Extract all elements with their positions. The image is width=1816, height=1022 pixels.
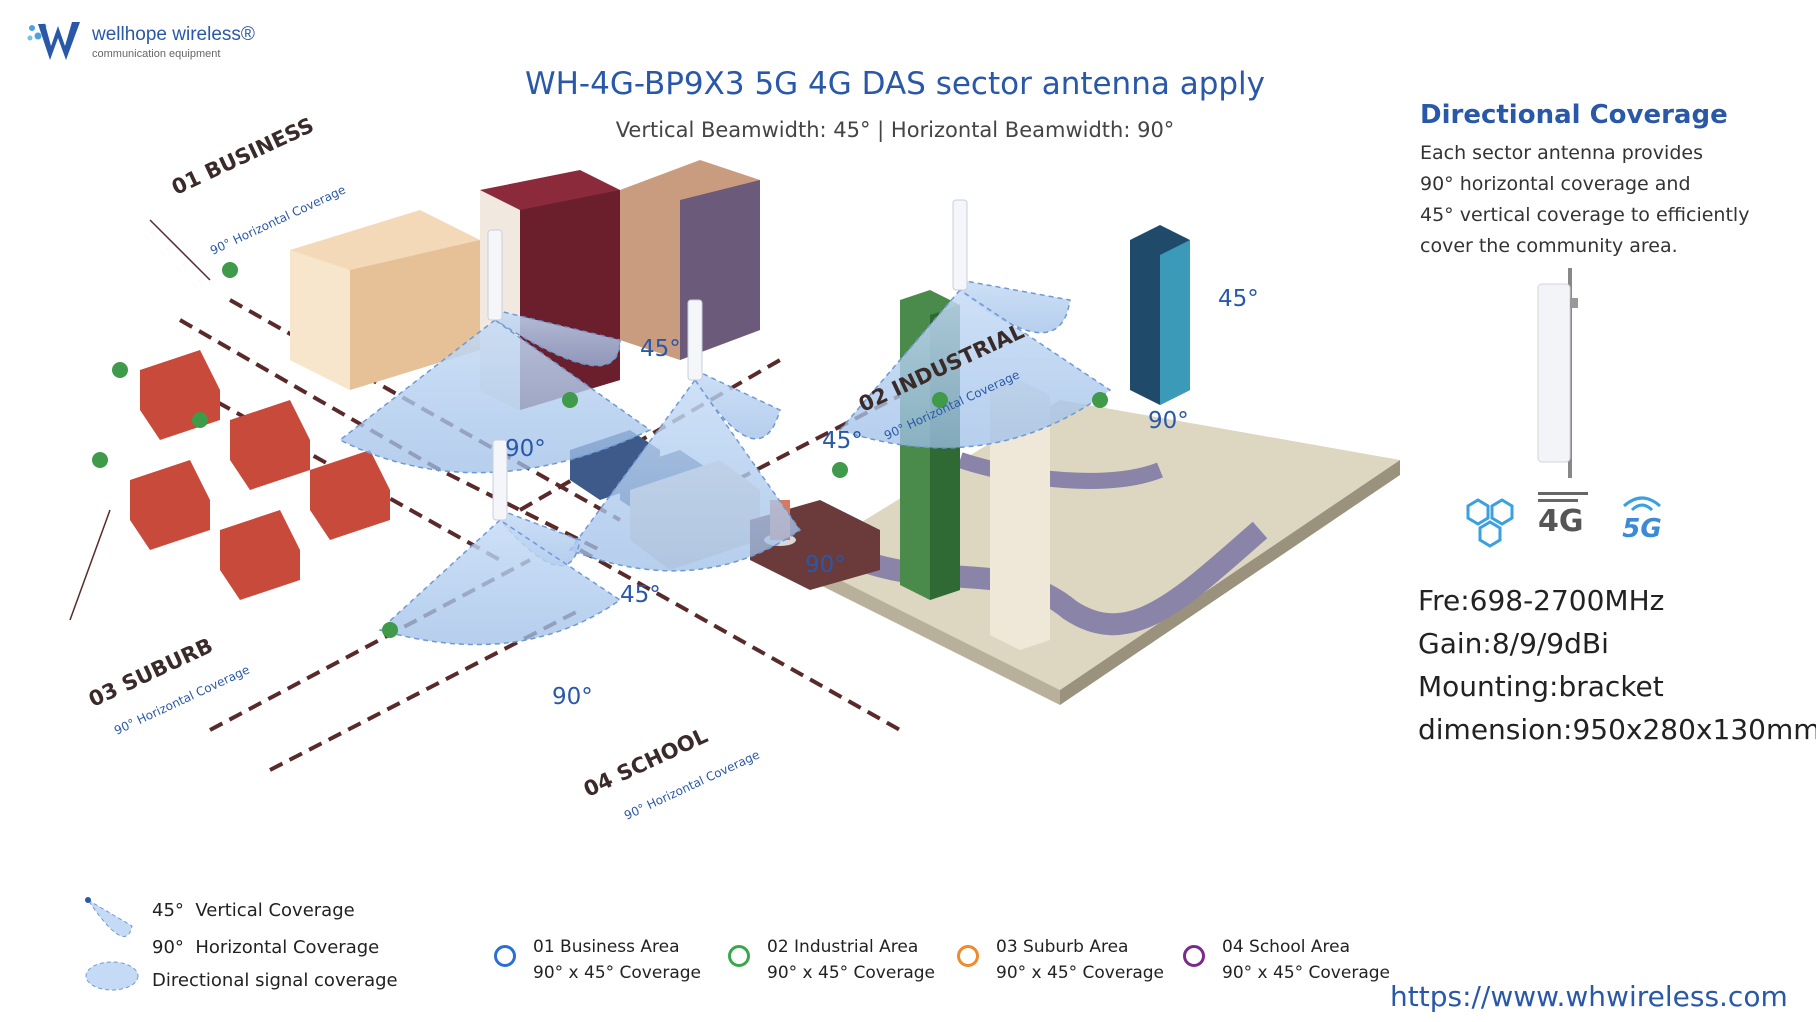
- trees: [92, 262, 1108, 638]
- page-subtitle: Vertical Beamwidth: 45° | Horizontal Bea…: [615, 118, 1175, 142]
- coverage-cones: [338, 279, 1112, 646]
- isometric-city-scene: [69, 160, 1400, 772]
- angle-business-horizontal: 90°: [505, 436, 546, 462]
- area-school-name: 04 School Area: [1222, 937, 1350, 957]
- side-panel-line: cover the community area.: [1420, 235, 1678, 257]
- antenna-towers: [487, 199, 968, 521]
- area-industrial-coverage: 90° x 45° Coverage: [767, 963, 935, 983]
- area-suburb-coverage: 90° x 45° Coverage: [996, 963, 1164, 983]
- angle-industrial-vertical: 45°: [822, 428, 863, 454]
- area-industrial-ring: [728, 945, 750, 967]
- spec-mounting: Mounting:bracket: [1418, 670, 1664, 703]
- zone-arrows: [69, 219, 211, 621]
- 4g-icon: 4G: [1538, 492, 1594, 539]
- angle-school-horizontal: 90°: [552, 684, 593, 710]
- side-panel-heading: Directional Coverage: [1420, 100, 1728, 130]
- website-link[interactable]: https://www.whwireless.com: [1390, 980, 1788, 1013]
- spec-frequency: Fre:698-2700MHz: [1418, 584, 1665, 617]
- 5g-icon: 5G: [1614, 492, 1670, 544]
- 4g-icon-label: 4G: [1538, 504, 1584, 539]
- angle-business-vertical: 45°: [640, 336, 681, 362]
- angle-school-vertical: 45°: [620, 582, 661, 608]
- area-school-ring: [1183, 945, 1205, 967]
- industrial-platform: [800, 400, 1400, 705]
- wellhope-logo-icon: [27, 22, 80, 60]
- angle-industrial-horizontal: 90°: [805, 552, 846, 578]
- area-business-ring: [494, 945, 516, 967]
- angle-community-vertical: 45°: [1218, 286, 1259, 312]
- sector-antenna-icon: [1537, 268, 1578, 478]
- side-panel-line: 45° vertical coverage to efficiently: [1420, 204, 1750, 226]
- legend-directional: Directional signal coverage: [152, 970, 398, 991]
- suburb-houses: [130, 350, 390, 600]
- coverage-legend-icon: [85, 897, 139, 991]
- angle-community-horizontal: 90°: [1148, 408, 1189, 434]
- legend-horizontal: 90° Horizontal Coverage: [152, 937, 380, 958]
- area-industrial-name: 02 Industrial Area: [767, 937, 919, 957]
- side-panel-line: Each sector antenna provides: [1420, 142, 1703, 164]
- hexagon-network-icon: [1466, 498, 1514, 548]
- 5g-icon-label: 5G: [1622, 514, 1662, 544]
- page-title: WH-4G-BP9X3 5G 4G DAS sector antenna app…: [524, 66, 1266, 102]
- spec-gain: Gain:8/9/9dBi: [1418, 627, 1609, 660]
- side-panel-line: 90° horizontal coverage and: [1420, 173, 1691, 195]
- area-business-name: 01 Business Area: [533, 937, 680, 957]
- brand-name: wellhope wireless®: [92, 24, 255, 45]
- legend-vertical: 45° Vertical Coverage: [152, 900, 355, 921]
- wifi-icon: [1623, 496, 1661, 512]
- area-business-coverage: 90° x 45° Coverage: [533, 963, 701, 983]
- spec-dimension: dimension:950x280x130mm: [1418, 713, 1816, 746]
- area-suburb-name: 03 Suburb Area: [996, 937, 1129, 957]
- area-suburb-ring: [957, 945, 979, 967]
- area-school-coverage: 90° x 45° Coverage: [1222, 963, 1390, 983]
- brand-tagline: communication equipment: [92, 48, 221, 60]
